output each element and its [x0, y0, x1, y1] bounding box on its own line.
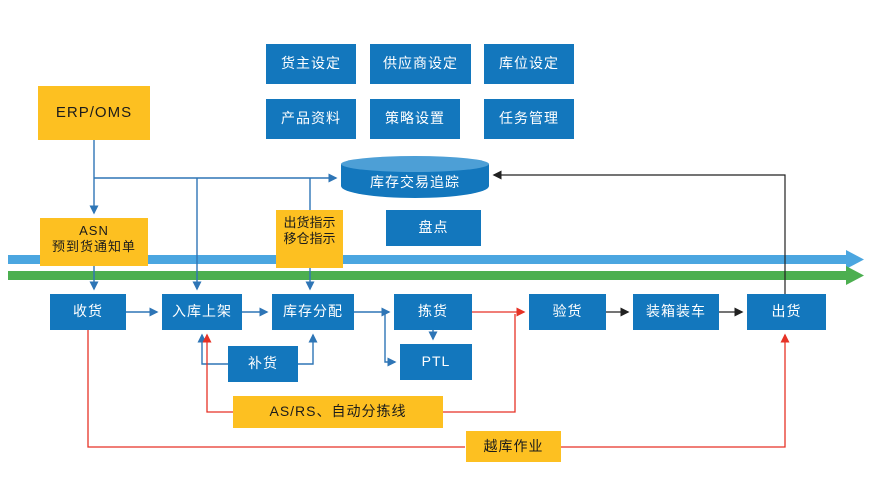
asn-line2: 预到货通知单 — [51, 239, 136, 255]
node-supplier-setting: 供应商设定 — [370, 44, 471, 84]
node-erp-oms: ERP/OMS — [38, 86, 150, 140]
node-stocktake: 盘点 — [386, 210, 481, 246]
ship-instr-line2: 移仓指示 — [283, 231, 336, 247]
node-shipping: 出货 — [747, 294, 826, 330]
node-asrs-sorting-line: AS/RS、自动分拣线 — [233, 396, 443, 428]
node-task-management: 任务管理 — [484, 99, 574, 139]
node-cross-docking: 越库作业 — [466, 431, 561, 462]
node-strategy-setting: 策略设置 — [370, 99, 460, 139]
cylinder-top-ellipse — [341, 156, 489, 172]
cylinder-label: 库存交易追踪 — [370, 174, 460, 190]
asn-line1: ASN — [79, 223, 109, 238]
node-location-setting: 库位设定 — [484, 44, 574, 84]
node-asn: ASN 预到货通知单 — [40, 218, 148, 266]
node-inventory-allocation: 库存分配 — [272, 294, 354, 330]
node-ptl: PTL — [400, 344, 472, 380]
black-connectors — [492, 170, 786, 317]
flow-band-green-arrow — [8, 266, 864, 285]
ship-instr-line1: 出货指示 — [283, 215, 336, 230]
node-putaway: 入库上架 — [162, 294, 242, 330]
node-replenishment: 补货 — [228, 346, 298, 382]
node-inventory-transaction-tracking: 库存交易追踪 — [341, 156, 489, 198]
node-receiving: 收货 — [50, 294, 126, 330]
node-picking: 拣货 — [394, 294, 472, 330]
node-owner-setting: 货主设定 — [266, 44, 356, 84]
node-inspection: 验货 — [529, 294, 606, 330]
node-shipping-instruction: 出货指示 移仓指示 — [276, 210, 343, 268]
node-product-data: 产品资料 — [266, 99, 356, 139]
node-packing-loading: 装箱装车 — [633, 294, 719, 330]
